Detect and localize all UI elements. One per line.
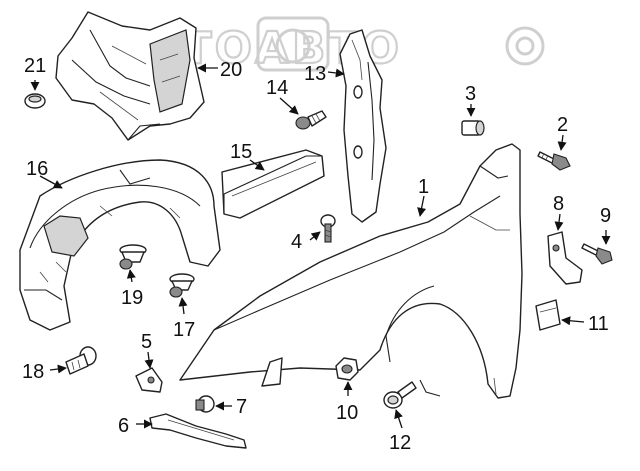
callout-9: 9 xyxy=(600,205,611,227)
leader-4 xyxy=(309,231,321,241)
part-11-plate xyxy=(535,299,561,331)
leader-13 xyxy=(327,68,345,78)
callout-12: 12 xyxy=(389,432,411,454)
callout-4: 4 xyxy=(291,231,302,253)
leader-5 xyxy=(144,351,154,369)
callout-14: 14 xyxy=(266,77,288,99)
leader-14 xyxy=(279,97,299,115)
leader-11 xyxy=(561,316,585,326)
callout-3: 3 xyxy=(465,83,476,105)
fender-mount-bracket xyxy=(261,357,283,387)
watermark-camera-logo xyxy=(256,16,545,72)
leader-12 xyxy=(394,409,403,429)
part-9-bolt xyxy=(581,243,613,265)
part-6-lower-bracket xyxy=(149,413,247,449)
callout-16: 16 xyxy=(26,158,48,180)
callout-7: 7 xyxy=(236,396,247,418)
callout-20: 20 xyxy=(220,59,242,81)
part-19-push-pin xyxy=(119,244,147,270)
leader-17 xyxy=(178,297,188,315)
leader-1 xyxy=(417,195,427,217)
callout-2: 2 xyxy=(557,114,568,136)
leader-8 xyxy=(554,213,564,231)
part-2-bolt xyxy=(537,151,571,171)
part-16-fender-liner xyxy=(19,159,221,331)
part-21-clip xyxy=(24,93,46,109)
part-4-bolt xyxy=(320,214,336,243)
callout-13: 13 xyxy=(304,63,326,85)
part-20-inner-panel xyxy=(55,11,205,141)
callout-1: 1 xyxy=(418,176,429,198)
callout-19: 19 xyxy=(121,287,143,309)
callout-10: 10 xyxy=(336,402,358,424)
part-14-bolt xyxy=(295,110,327,130)
part-17-push-pin xyxy=(169,273,195,298)
leader-18 xyxy=(49,364,67,374)
part-18-clip xyxy=(65,346,97,375)
leader-16 xyxy=(39,175,63,189)
part-10-nut xyxy=(335,357,359,381)
part-12-bolt xyxy=(383,381,417,409)
callout-labels: 21 20 14 13 3 2 15 16 1 4 8 9 19 17 11 5… xyxy=(22,55,611,454)
callout-5: 5 xyxy=(141,331,152,353)
callout-18: 18 xyxy=(22,361,44,383)
part-7-bolt xyxy=(195,395,215,413)
callout-15: 15 xyxy=(230,141,252,163)
part-3-clip xyxy=(461,120,485,136)
callout-8: 8 xyxy=(553,193,564,215)
leader-2 xyxy=(557,134,567,151)
part-13-bracket xyxy=(339,29,387,223)
callout-6: 6 xyxy=(118,415,129,437)
callout-11: 11 xyxy=(588,313,609,335)
part-15-insulator xyxy=(221,149,325,219)
part-5-bracket xyxy=(135,367,163,393)
leader-15 xyxy=(249,159,265,171)
leader-19 xyxy=(126,269,136,283)
leader-lines xyxy=(30,63,611,429)
part-1-front-fender xyxy=(179,143,523,399)
callout-17: 17 xyxy=(173,319,195,341)
callout-21: 21 xyxy=(24,55,46,77)
part-8-bracket xyxy=(547,231,583,285)
